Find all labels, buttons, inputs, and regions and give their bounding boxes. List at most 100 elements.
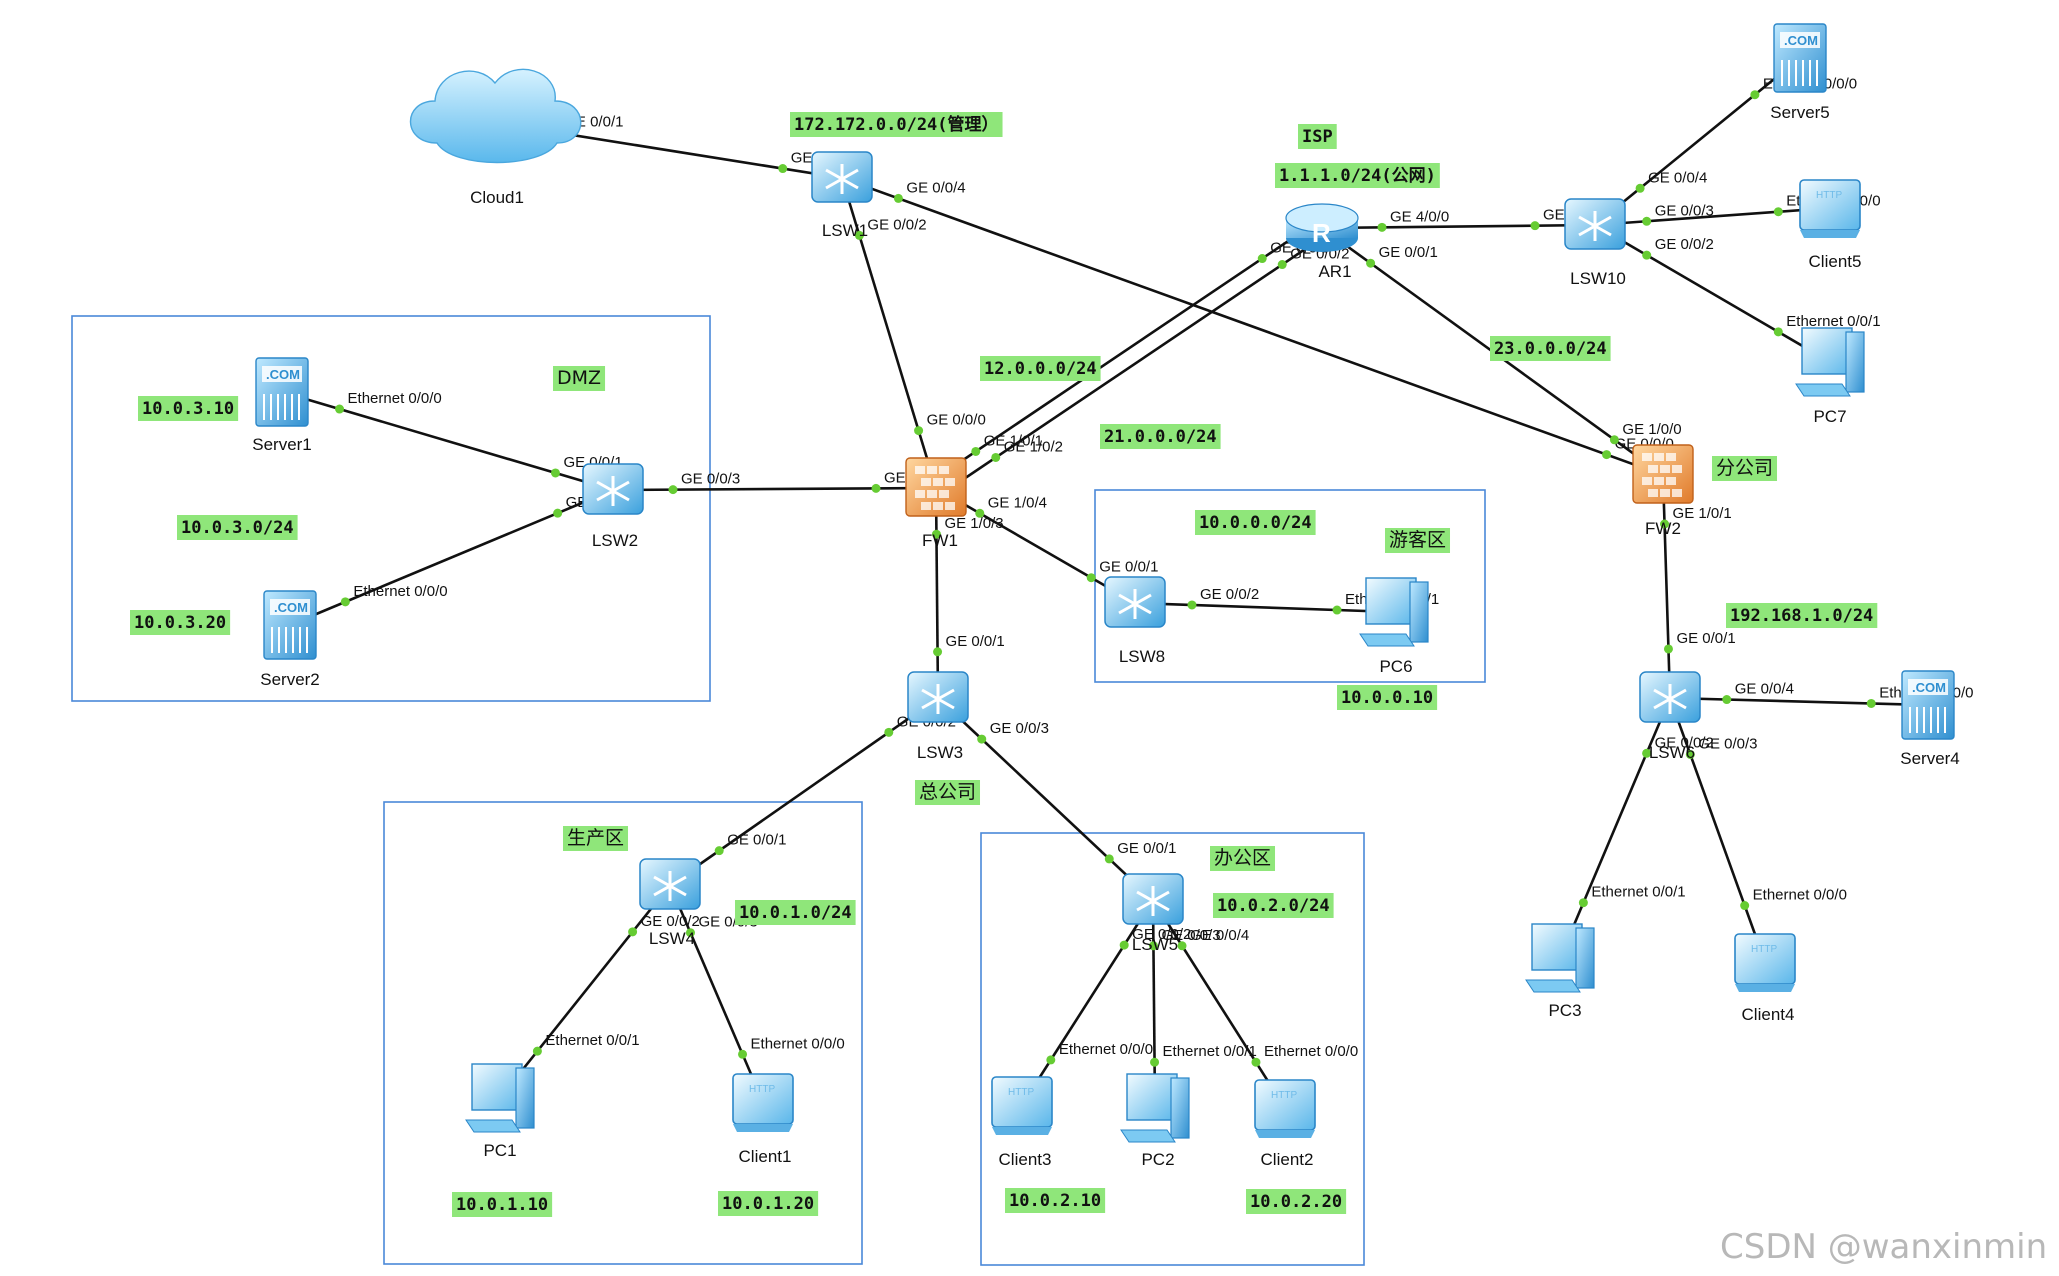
device-lsw3[interactable]: LSW3 <box>907 671 969 762</box>
device-lsw8[interactable]: LSW8 <box>1104 576 1166 666</box>
device-client2[interactable]: HTTP Client2 <box>1254 1079 1316 1169</box>
net-label-dmz-net: 10.0.3.0/24 <box>177 515 298 540</box>
link-lsw1-fw2: GE 0/0/4GE 0/0/0 <box>841 176 1674 477</box>
port-dot <box>1119 940 1129 950</box>
port-dot <box>893 193 903 203</box>
port-dot <box>1177 941 1187 951</box>
device-pc3[interactable]: PC3 <box>1525 923 1595 1020</box>
port-label-ar1: GE 0/0/1 <box>1379 244 1438 261</box>
device-label-server1: Server1 <box>252 435 312 454</box>
port-label-client2: Ethernet 0/0/0 <box>1264 1043 1358 1060</box>
port-label-lsw5: GE 0/0/1 <box>1117 840 1176 857</box>
link-lsw3-lsw4: GE 0/0/2GE 0/0/1 <box>669 696 956 887</box>
http-client-icon: HTTP <box>732 1073 794 1132</box>
port-dot <box>778 164 788 174</box>
device-fw1[interactable]: FW1 <box>905 457 967 550</box>
router-icon: R <box>1285 203 1359 252</box>
pc-icon <box>1795 327 1865 397</box>
net-label-hq: 总公司 <box>915 780 981 805</box>
net-label-srv1-ip: 10.0.3.10 <box>138 396 239 421</box>
link-line <box>937 697 1154 901</box>
port-label-lsw5: GE 0/0/3 <box>1161 927 1220 944</box>
port-label-lsw10: GE 0/0/3 <box>1655 202 1714 219</box>
device-lsw6[interactable]: LSW6 <box>1639 671 1701 762</box>
port-dot <box>1578 898 1588 908</box>
device-label-lsw3: LSW3 <box>917 743 963 762</box>
device-lsw4[interactable]: LSW4 <box>639 858 701 948</box>
port-dot <box>1773 327 1783 337</box>
http-client-icon: HTTP <box>1254 1079 1316 1138</box>
link-line <box>1594 206 1831 227</box>
device-fw2[interactable]: FW2 <box>1632 444 1694 538</box>
net-label-bg <box>915 780 981 805</box>
link-line <box>1321 223 1596 230</box>
device-pc7[interactable]: PC7 <box>1795 327 1865 426</box>
link-line <box>945 229 1333 493</box>
port-dot <box>914 426 924 436</box>
svg-text:HTTP: HTTP <box>1271 1090 1297 1101</box>
http-client-icon: HTTP <box>1799 179 1861 238</box>
port-label-lsw2: GE 0/0/3 <box>681 471 740 488</box>
device-label-lsw6: LSW6 <box>1649 743 1695 762</box>
switch-icon <box>907 671 969 723</box>
port-dot <box>340 597 350 607</box>
device-pc6[interactable]: PC6 <box>1359 577 1429 676</box>
port-dot <box>1663 644 1673 654</box>
device-lsw1[interactable]: LSW1 <box>811 151 873 240</box>
port-label-ar1: GE 4/0/0 <box>1390 208 1449 225</box>
switch-icon <box>1564 198 1626 250</box>
net-label-text: 21.0.0.0/24 <box>1104 427 1217 447</box>
port-label-lsw5: GE 0/0/4 <box>1190 927 1249 944</box>
device-lsw2[interactable]: LSW2 <box>582 463 644 550</box>
net-label-guest-net: 10.0.0.0/24 <box>1195 510 1316 535</box>
device-server1[interactable]: .COM Server1 <box>252 357 312 454</box>
port-label-client1: Ethernet 0/0/0 <box>751 1035 845 1052</box>
device-label-client2: Client2 <box>1261 1150 1314 1169</box>
port-label-pc3: Ethernet 0/0/1 <box>1591 884 1685 901</box>
server-icon: .COM <box>255 357 309 427</box>
port-dot <box>1148 941 1158 951</box>
port-dot <box>1635 183 1645 193</box>
net-label-text: 10.0.1.20 <box>722 1194 814 1214</box>
port-label-lsw3: GE 0/0/1 <box>946 633 1005 650</box>
port-dot <box>550 468 560 478</box>
port-dot <box>1722 695 1732 705</box>
server-icon: .COM <box>1901 670 1955 740</box>
link-line <box>1134 601 1395 614</box>
port-label-lsw8: GE 0/0/2 <box>1200 586 1259 603</box>
net-label-bg <box>790 112 1003 137</box>
net-label-text: 12.0.0.0/24 <box>984 359 1097 379</box>
port-label-server2: Ethernet 0/0/0 <box>353 583 447 600</box>
device-lsw10[interactable]: LSW10 <box>1564 198 1626 288</box>
device-label-pc1: PC1 <box>483 1141 516 1160</box>
net-label-text: 10.0.1.10 <box>456 1195 548 1215</box>
net-label-bg <box>1100 424 1221 449</box>
net-label-branch: 分公司 <box>1712 456 1778 481</box>
net-label-text: 1.1.1.0/24(公网) <box>1279 166 1436 186</box>
port-dot <box>532 1046 542 1056</box>
net-label-dmz-title: DMZ <box>553 366 606 391</box>
port-dot <box>1046 1055 1056 1065</box>
svg-text:HTTP: HTTP <box>1751 944 1777 955</box>
device-pc2[interactable]: PC2 <box>1120 1073 1190 1169</box>
link-server2-lsw2: Ethernet 0/0/0GE 0/0/2 <box>289 488 625 627</box>
device-pc1[interactable]: PC1 <box>465 1063 535 1160</box>
port-label-lsw6: GE 0/0/2 <box>1655 734 1714 751</box>
device-label-server5: Server5 <box>1770 103 1830 122</box>
port-dot <box>1750 90 1760 100</box>
switch-icon <box>1104 576 1166 628</box>
port-label-pc1: Ethernet 0/0/1 <box>545 1032 639 1049</box>
device-lsw5[interactable]: LSW5 <box>1122 873 1184 954</box>
net-label-branch-net: 192.168.1.0/24 <box>1726 603 1878 628</box>
device-cloud1[interactable]: Cloud1 <box>409 68 582 207</box>
